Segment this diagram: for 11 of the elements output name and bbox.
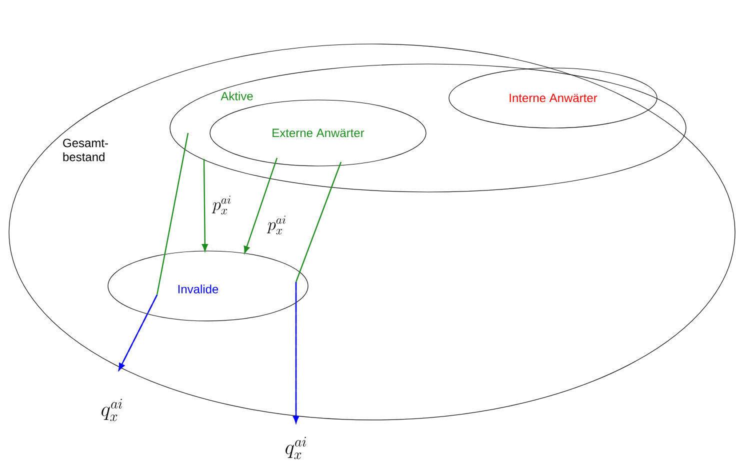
arrow [117, 294, 158, 372]
ellipse-region: Externe Anwärter [210, 100, 426, 166]
arrow [244, 158, 278, 254]
rate-symbol: $q_x^{ai}$ [102, 398, 122, 422]
ellipse-region: Invalide [108, 250, 308, 322]
arrow [292, 282, 300, 425]
edge-label: $p_x^{ai}$ [266, 214, 288, 236]
rate-symbol: $q_x^{ai}$ [286, 436, 306, 460]
edge-label: $p_x^{ai}$ [211, 194, 233, 216]
ellipse-region: Interne Anwärter [448, 68, 658, 128]
arrow [202, 158, 208, 252]
